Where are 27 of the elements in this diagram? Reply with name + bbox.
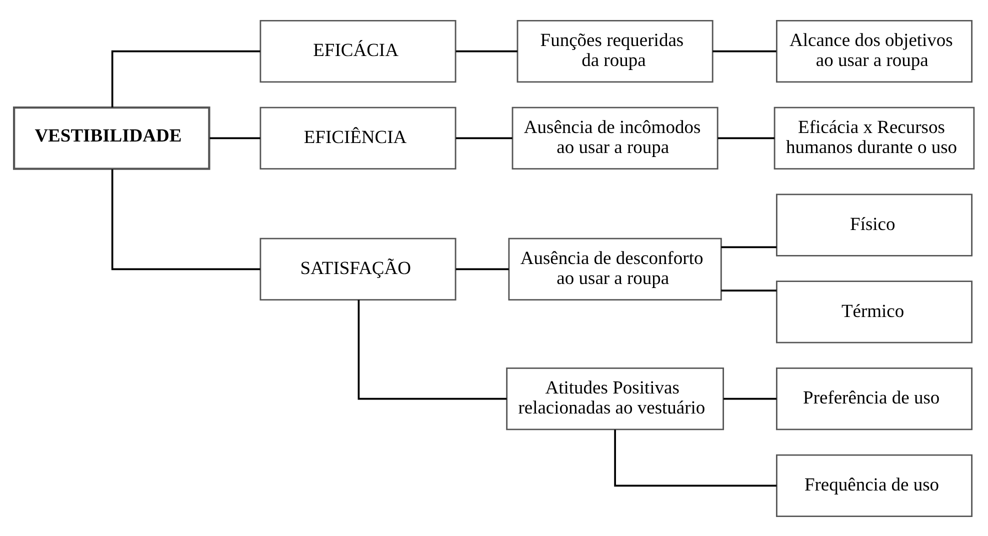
connector [358,299,507,400]
connector [456,268,509,270]
connector [614,429,777,486]
node-box: SATISFAÇÃO [260,237,456,300]
node-box: Preferência de uso [776,366,973,430]
node-box: Físico [776,193,973,256]
connector [456,50,518,52]
node-box: Ausência de desconforto ao usar a roupa [508,237,722,300]
node-box: Ausência de incômodos ao usar a roupa [512,106,718,170]
node-box: EFICÁCIA [260,19,456,82]
node-box: Frequência de uso [776,454,973,517]
connector [718,136,775,139]
node-box: EFICIÊNCIA [260,106,456,170]
node-box: Atitudes Positivas relacionadas ao vestuário [506,366,724,430]
node-box: Funções requeridas da roupa [516,19,714,82]
node-box: Eficácia x Recursos humanos durante o uso [774,106,975,170]
connector [721,289,777,291]
connector [721,246,777,248]
connector [456,136,512,139]
node-box: Térmico [776,280,973,343]
connector [111,168,260,270]
connector [210,136,260,139]
connector [723,397,777,400]
node-box: Alcance dos objetivos ao usar a roupa [776,19,973,82]
node-box: VESTIBILIDADE [13,106,210,170]
connector [712,50,776,52]
connector [111,50,260,107]
